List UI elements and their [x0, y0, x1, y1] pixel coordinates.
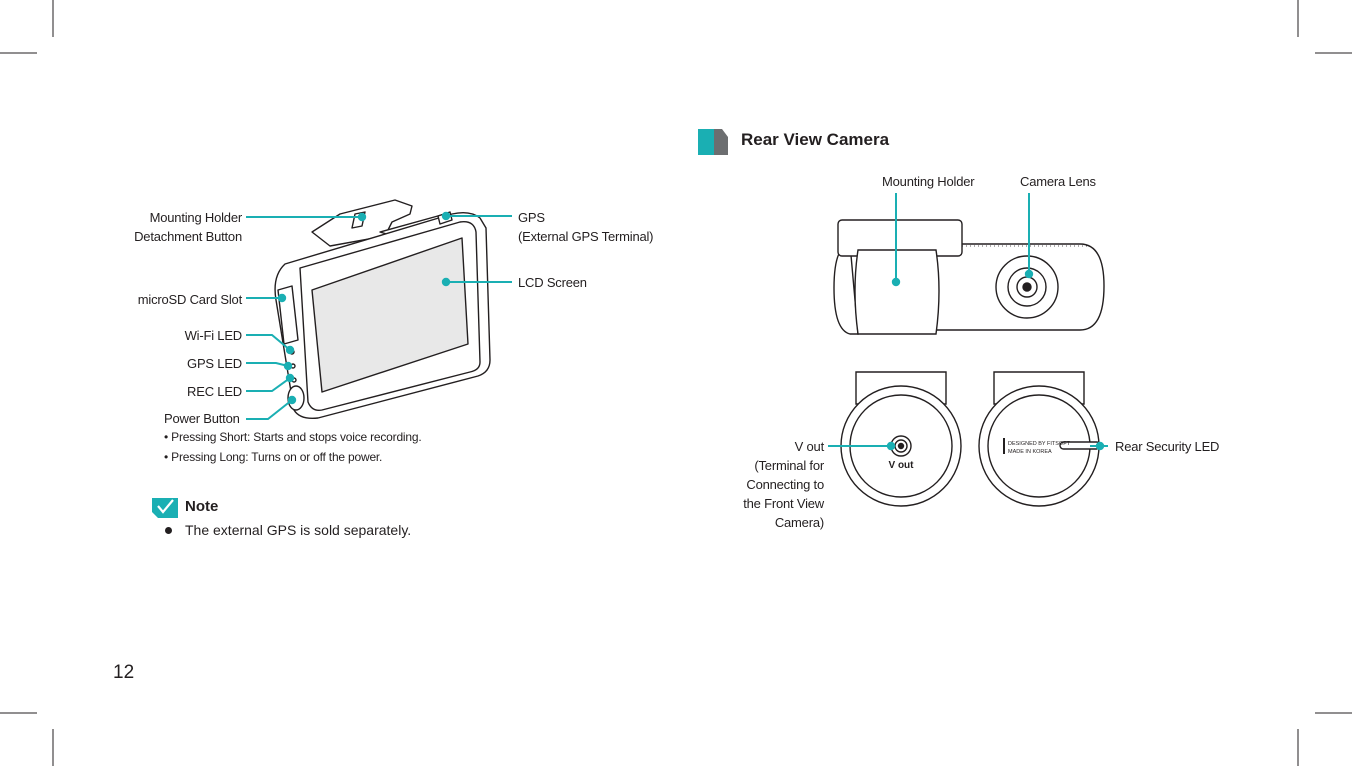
label-mounting-holder: Mounting Holder: [882, 174, 975, 189]
vout-marking: V out: [889, 460, 915, 471]
label-line: GPS: [518, 210, 545, 225]
rear-camera-back-left: [840, 371, 962, 507]
note-bullet: [165, 527, 172, 534]
designed-by-marking: DESIGNED BY FITSOFT: [1008, 441, 1071, 447]
label-rec-led: REC LED: [187, 384, 242, 399]
label-line: the Front View: [743, 496, 824, 511]
page-number: 12: [113, 662, 135, 683]
power-short-desc: • Pressing Short: Starts and stops voice…: [164, 430, 422, 444]
label-camera-lens: Camera Lens: [1020, 174, 1096, 189]
label-line: Detachment Button: [134, 229, 242, 244]
section-title: Rear View Camera: [741, 130, 890, 149]
made-in-marking: MADE IN KOREA: [1008, 449, 1052, 455]
rear-camera-back-right: [978, 371, 1101, 507]
power-long-desc: • Pressing Long: Turns on or off the pow…: [164, 450, 383, 464]
label-line: (External GPS Terminal): [518, 229, 654, 244]
label-gps: GPS (External GPS Terminal): [518, 208, 654, 246]
label-line: Camera): [774, 515, 824, 530]
lcd-screen: [311, 237, 469, 393]
label-line: Mounting Holder: [149, 210, 243, 225]
label-microsd-slot: microSD Card Slot: [137, 292, 242, 307]
label-mounting-holder-detachment: Mounting Holder Detachment Button: [134, 208, 242, 246]
label-gps-led: GPS LED: [187, 356, 242, 371]
label-line: (Terminal for: [754, 458, 824, 473]
label-line: Connecting to: [746, 477, 824, 492]
checkmark-icon: [152, 498, 178, 518]
label-lcd-screen: LCD Screen: [518, 275, 587, 290]
mount-block: [854, 249, 940, 335]
label-wifi-led: Wi-Fi LED: [184, 328, 243, 343]
label-line: V out: [794, 439, 825, 454]
label-vout: V out (Terminal for Connecting to the Fr…: [743, 437, 824, 532]
label-rear-security-led: Rear Security LED: [1115, 439, 1220, 454]
label-power-button: Power Button: [164, 411, 240, 426]
note-title: Note: [185, 498, 219, 515]
section-marker-icon: [698, 129, 728, 155]
note-item: The external GPS is sold separately.: [185, 522, 412, 538]
